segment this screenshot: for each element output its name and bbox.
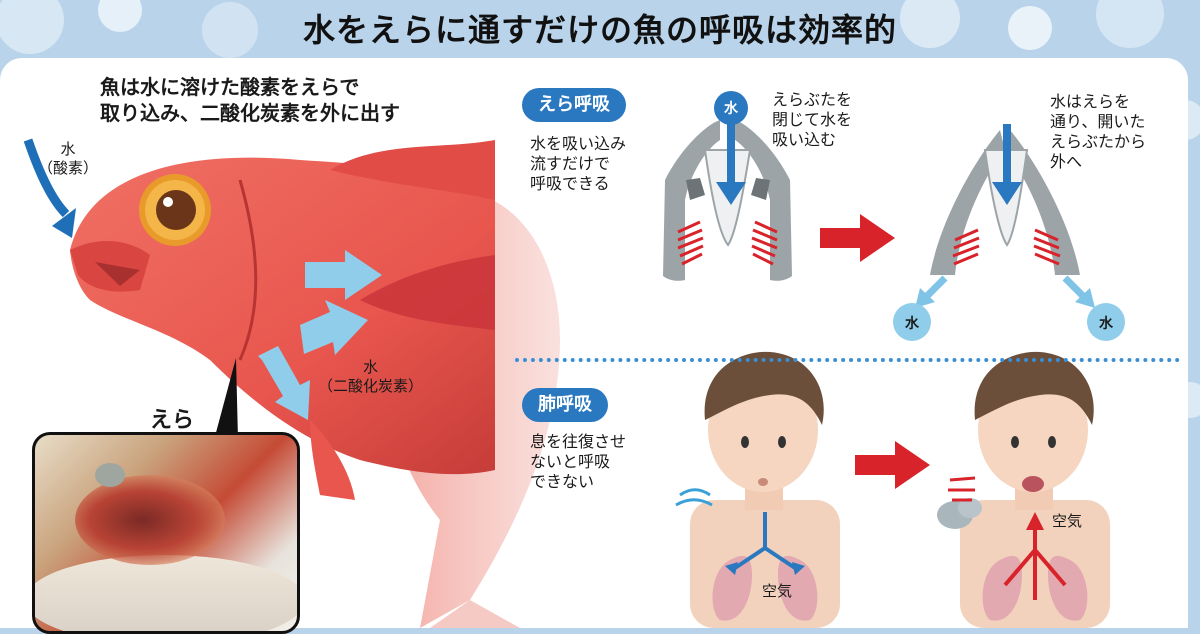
- fish-lead-line-2: 取り込み、二酸化炭素を外に出す: [100, 101, 400, 125]
- gill-desc-line-2: 流すだけで: [530, 154, 611, 173]
- water-out-char: 水: [363, 358, 379, 376]
- red-arrow-lung: [855, 441, 930, 489]
- water-char-top: 水: [724, 101, 738, 117]
- gill-step2-line-2: 通り、開いた: [1050, 112, 1146, 131]
- gill-step1-line-2: 閉じて水を: [772, 110, 853, 129]
- water-in-label: 水 （酸素）: [38, 140, 98, 178]
- person-inhale: [675, 351, 840, 628]
- fish-lead-text: 魚は水に溶けた酸素をえらで 取り込み、二酸化炭素を外に出す: [100, 74, 400, 126]
- water-in-char: 水: [60, 140, 76, 158]
- gill-photo: [32, 432, 300, 634]
- water-char-right: 水: [1099, 316, 1113, 332]
- illustration: [23, 91, 1125, 628]
- air-label-inhale: 空気: [762, 582, 793, 600]
- lung-desc-line-2: ないと呼吸: [530, 452, 611, 471]
- section-divider: [515, 358, 1180, 362]
- red-arrow-gill: [820, 214, 895, 262]
- lung-breathing-desc: 息を往復させ ないと呼吸 できない: [530, 432, 626, 492]
- gill-step2-line-1: 水はえらを: [1050, 92, 1131, 111]
- gill-breathing-desc: 水を吸い込み 流すだけで 呼吸できる: [530, 134, 626, 194]
- gill-breathing-badge: えら呼吸: [522, 88, 626, 122]
- gill-step1-text: えらぶたを 閉じて水を 吸い込む: [772, 90, 852, 150]
- gill-step2-line-4: 外へ: [1050, 152, 1083, 171]
- water-char-left: 水: [905, 316, 919, 332]
- lung-desc-line-1: 息を往復させ: [530, 432, 627, 451]
- gill-step1-line-3: 吸い込む: [772, 130, 837, 149]
- water-out-co2: （二酸化炭素）: [318, 377, 424, 395]
- lung-breathing-badge: 肺呼吸: [522, 388, 608, 422]
- water-out-label: 水 （二酸化炭素）: [318, 358, 423, 396]
- gill-desc-line-3: 呼吸できる: [530, 174, 610, 193]
- fish-lead-line-1: 魚は水に溶けた酸素をえらで: [100, 75, 360, 99]
- gill-desc-line-1: 水を吸い込み: [530, 134, 627, 153]
- person-exhale: [937, 351, 1110, 628]
- water-in-oxygen: （酸素）: [38, 159, 99, 177]
- lung-desc-line-3: できない: [530, 472, 595, 491]
- water-in-arrow: [23, 138, 70, 218]
- water-out-arrows: [258, 250, 382, 420]
- gill-pointer: [214, 358, 238, 440]
- gill-label: えら: [150, 408, 195, 433]
- gill-step1-line-1: えらぶたを: [772, 90, 853, 109]
- gill-diagram-closed: [663, 91, 792, 281]
- air-label-exhale: 空気: [1052, 512, 1083, 530]
- main-title: 水をえらに通すだけの魚の呼吸は効率的: [302, 11, 897, 49]
- fish-head: [70, 140, 495, 500]
- gill-diagram-open: [893, 124, 1125, 341]
- gill-step2-text: 水はえらを 通り、開いた えらぶたから 外へ: [1050, 92, 1146, 172]
- gill-step2-line-3: えらぶたから: [1050, 132, 1147, 151]
